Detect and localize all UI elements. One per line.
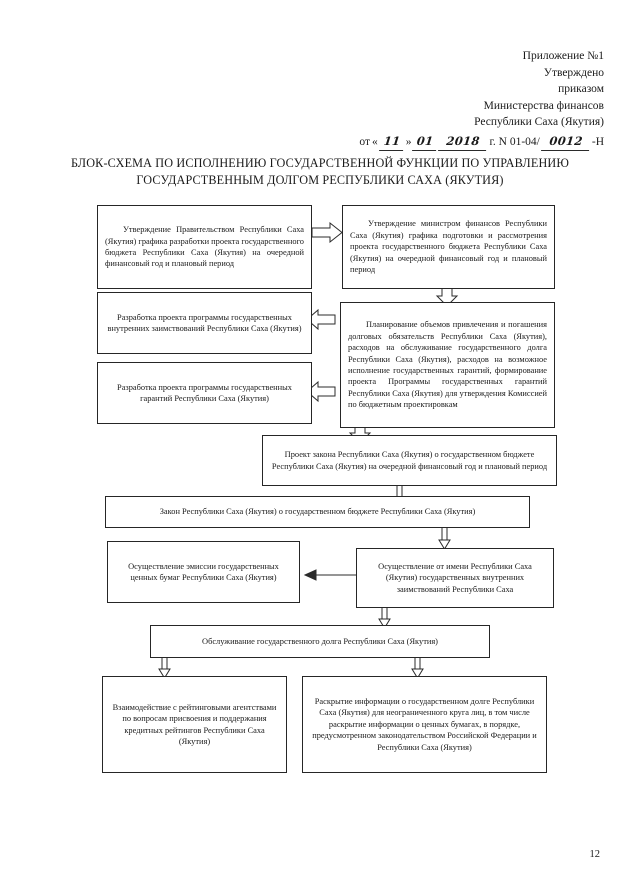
flow-node-budget-law[interactable]: Закон Республики Саха (Якутия) о государ… bbox=[105, 496, 530, 528]
flow-node-label: Разработка проекта программы государстве… bbox=[107, 312, 302, 333]
flow-node-securities-emission[interactable]: Осуществление эмиссии государственных це… bbox=[107, 541, 300, 603]
flow-node-rating-agencies-interaction[interactable]: Взаимодействие с рейтинговыми агентствам… bbox=[102, 676, 287, 773]
flow-node-internal-borrowing-program-draft[interactable]: Разработка проекта программы государстве… bbox=[97, 292, 312, 354]
page-number: 12 bbox=[589, 849, 601, 860]
header-line-order: приказом bbox=[558, 83, 604, 95]
flow-node-label: Утверждение Правительством Республики Са… bbox=[105, 225, 304, 269]
order-prefix: от bbox=[359, 135, 370, 148]
flow-node-state-guarantees-program-draft[interactable]: Разработка проекта программы государстве… bbox=[97, 362, 312, 424]
flow-node-label: Осуществление эмиссии государственных це… bbox=[128, 561, 279, 582]
flow-node-label: Утверждение министром финансов Республик… bbox=[350, 219, 547, 275]
flow-node-budget-law-draft[interactable]: Проект закона Республики Саха (Якутия) о… bbox=[262, 435, 557, 486]
flow-node-label: Взаимодействие с рейтинговыми агентствам… bbox=[112, 702, 277, 746]
flow-node-debt-planning[interactable]: Планирование объемов привлечения и погаш… bbox=[340, 302, 555, 428]
flow-node-minister-schedule-approval[interactable]: Утверждение министром финансов Республик… bbox=[342, 205, 555, 289]
order-number-prefix: г. N 01-04/ bbox=[489, 135, 540, 148]
order-reference-line: от « 11 » 01 2018 г. N 01-04/ 0012 -Н bbox=[344, 132, 604, 150]
flow-node-label: Планирование объемов привлечения и погаш… bbox=[348, 320, 547, 410]
flow-node-label: Разработка проекта программы государстве… bbox=[117, 382, 292, 403]
header-line-republic: Республики Саха (Якутия) bbox=[474, 116, 604, 128]
order-quote-open: « bbox=[371, 135, 378, 148]
page-title: БЛОК-СХЕМА ПО ИСПОЛНЕНИЮ ГОСУДАРСТВЕННОЙ… bbox=[70, 156, 570, 187]
flow-node-label: Осуществление от имени Республики Саха (… bbox=[378, 561, 532, 594]
header-line-approved: Утверждено bbox=[543, 66, 604, 79]
flow-node-label: Обслуживание государственного долга Респ… bbox=[202, 636, 438, 646]
order-quote-close: » bbox=[405, 135, 412, 148]
flow-node-internal-borrowings-execution[interactable]: Осуществление от имени Республики Саха (… bbox=[356, 548, 554, 608]
header-line-ministry: Министерства финансов bbox=[483, 99, 604, 112]
document-header: Приложение №1 Утверждено приказом Минист… bbox=[344, 48, 604, 150]
header-line-appendix: Приложение №1 bbox=[522, 50, 604, 62]
flow-node-government-schedule-approval[interactable]: Утверждение Правительством Республики Са… bbox=[97, 205, 312, 289]
flow-node-label: Раскрытие информации о государственном д… bbox=[312, 696, 537, 752]
flow-node-information-disclosure[interactable]: Раскрытие информации о государственном д… bbox=[302, 676, 547, 773]
flow-node-label: Закон Республики Саха (Якутия) о государ… bbox=[159, 507, 476, 517]
flow-node-label: Проект закона Республики Саха (Якутия) о… bbox=[271, 450, 548, 471]
order-number-suffix: -Н bbox=[591, 135, 604, 148]
flow-node-debt-servicing[interactable]: Обслуживание государственного долга Респ… bbox=[150, 625, 490, 658]
